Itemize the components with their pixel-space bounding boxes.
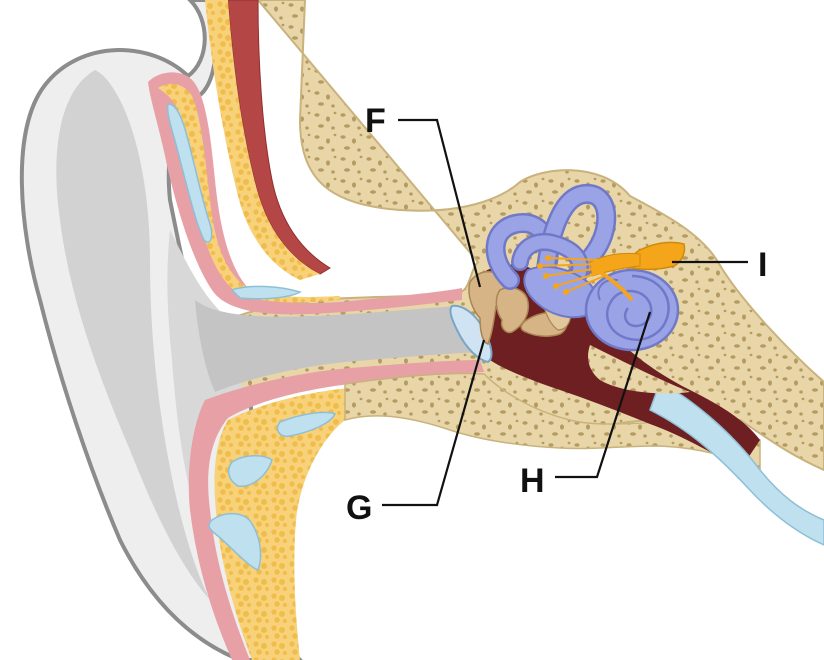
incus bbox=[495, 286, 530, 334]
leader-line-g bbox=[382, 339, 486, 507]
vestibulocochlear-nerve bbox=[537, 241, 686, 302]
leader-line-f bbox=[398, 118, 482, 288]
label-i: I bbox=[758, 246, 767, 284]
ear-canal bbox=[195, 300, 482, 392]
upper-skin-layer bbox=[148, 72, 462, 315]
upper-cartilage-core bbox=[166, 103, 213, 243]
lower-cartilage-core-3 bbox=[208, 512, 262, 571]
pinna-shading bbox=[56, 70, 210, 600]
cochlea bbox=[584, 268, 680, 352]
upper-cartilage-core-2 bbox=[230, 285, 302, 300]
middle-ear-bone-floor bbox=[588, 345, 690, 394]
upper-cartilage bbox=[158, 83, 340, 303]
label-f: F bbox=[365, 102, 386, 140]
label-h: H bbox=[520, 462, 545, 500]
lower-cartilage-core-2 bbox=[227, 455, 273, 487]
lower-cartilage-core-1 bbox=[276, 411, 337, 438]
eustachian-tube-lining bbox=[649, 380, 824, 546]
label-g: G bbox=[346, 489, 372, 527]
leader-line-h bbox=[555, 311, 652, 479]
upper-fat-band bbox=[205, 0, 320, 280]
